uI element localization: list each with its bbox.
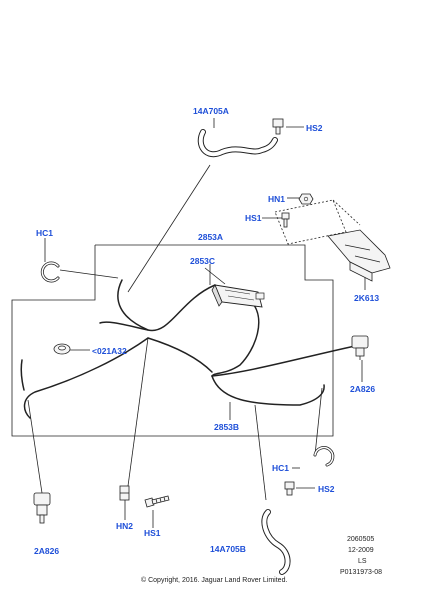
cable-harness-b — [211, 375, 325, 406]
cable-harness-main — [117, 279, 216, 332]
callout-hn1[interactable]: HN1 — [268, 194, 286, 204]
bracket-2K613 — [327, 229, 391, 282]
clip-hs2-top — [272, 118, 284, 135]
footer-part-ref: P0131973-08 — [340, 569, 383, 576]
callout-sensor-2A826-right[interactable]: 2A826 — [350, 384, 376, 394]
sensor-2A826-right — [351, 335, 369, 360]
module-2853C — [211, 284, 265, 308]
screw-hs1-top — [281, 212, 290, 228]
nut-hn1 — [298, 193, 314, 205]
footer-ref: 2060505 — [347, 536, 375, 543]
callout-hose-14A705B[interactable]: 14A705B — [210, 544, 246, 554]
cable-harness-right — [211, 299, 260, 377]
footer-ls: LS — [358, 558, 367, 565]
footer-date: 12-2009 — [348, 547, 374, 554]
callout-sensor-2A826-left[interactable]: 2A826 — [34, 546, 60, 556]
callout-hc1-right[interactable]: HC1 — [272, 463, 290, 473]
callout-cable-2853B[interactable]: 2853B — [214, 422, 240, 432]
bolt-hs1-bottom — [144, 495, 170, 508]
callout-hs2-bottom[interactable]: HS2 — [318, 484, 335, 494]
copyright-notice: © Copyright, 2016. Jaguar Land Rover Lim… — [141, 577, 288, 584]
callout-hs2-top[interactable]: HS2 — [306, 123, 323, 133]
cable-harness-long — [23, 337, 149, 419]
callout-module-2853C[interactable]: 2853C — [190, 256, 216, 266]
callout-bracket-2K613[interactable]: 2K613 — [354, 293, 380, 303]
sensor-2A826-left — [33, 492, 51, 524]
callout-cable-2853A[interactable]: 2853A — [198, 232, 224, 242]
callout-hs1-bottom[interactable]: HS1 — [144, 528, 161, 538]
nut-hn2 — [119, 485, 130, 501]
clip-hs2-bottom — [284, 481, 295, 496]
callout-hn2[interactable]: HN2 — [116, 521, 134, 531]
cable-harness-left — [99, 321, 149, 331]
grommet-021A32 — [53, 343, 71, 355]
callout-grommet-021A32[interactable]: <021A32 — [92, 346, 127, 356]
harness-outline — [11, 244, 334, 437]
callout-hs1-top[interactable]: HS1 — [245, 213, 262, 223]
callout-hc1-left[interactable]: HC1 — [36, 228, 54, 238]
callout-hose-14A705A[interactable]: 14A705A — [193, 106, 229, 116]
